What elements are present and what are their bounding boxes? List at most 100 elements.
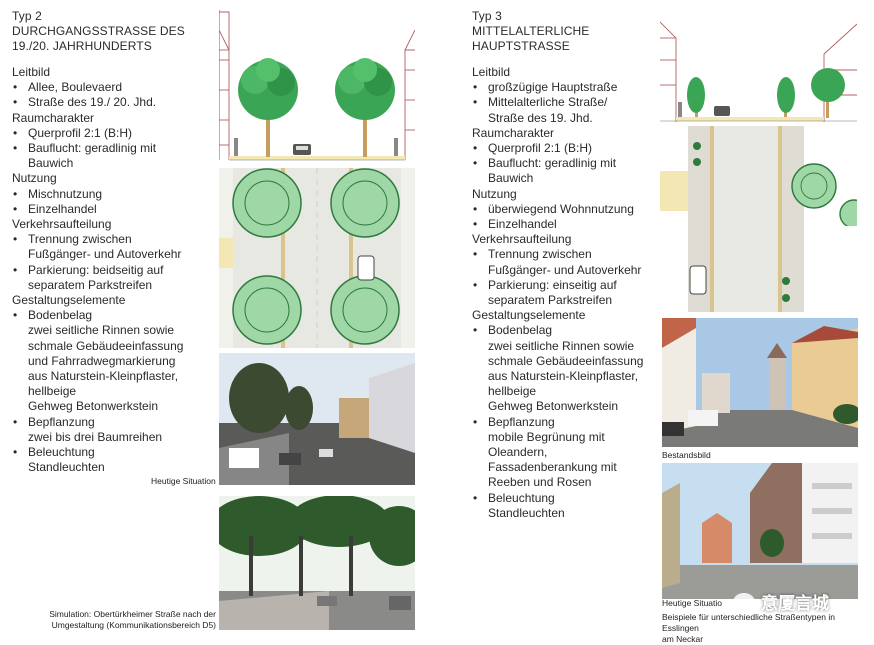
section-heading: Leitbild xyxy=(12,65,51,79)
item-label: Bauflucht: geradlinig mit xyxy=(488,156,617,171)
item-detail: aus Naturstein-Kleinpflaster, xyxy=(28,369,179,384)
section-heading: Nutzung xyxy=(12,171,57,186)
item-detail: schmale Gebäudeeinfassung xyxy=(28,338,184,353)
type3-current-photo xyxy=(662,463,858,599)
item-label: Bodenbelag xyxy=(488,323,553,338)
caption-line: Beispiele für unterschiedliche Straßenty… xyxy=(662,612,835,633)
item-detail: Standleuchten xyxy=(488,505,565,520)
section-heading: Raumcharakter xyxy=(12,110,95,125)
item-detail: mobile Begrünung mit xyxy=(488,429,605,444)
list-item: Einzelhandel xyxy=(12,202,212,217)
type3-cross-section xyxy=(660,10,857,122)
type3-examples-caption: Beispiele für unterschiedliche Straßenty… xyxy=(662,612,874,645)
list-item: Mittelalterliche Straße/Straße des 19. J… xyxy=(472,95,657,125)
item-detail: separatem Parkstreifen xyxy=(488,293,613,308)
item-label: Bodenbelag xyxy=(28,308,93,323)
title-line: 19./20. JAHRHUNDERTS xyxy=(12,39,152,53)
item-label: Querprofil 2:1 (B:H) xyxy=(488,141,593,156)
item-detail: Reeben und Rosen xyxy=(488,475,592,490)
item-label: Straße des 19./ 20. Jhd. xyxy=(28,95,157,110)
type2-spec-list: LeitbildAllee, BoulevaerdStraße des 19./… xyxy=(12,65,212,475)
type2-current-photo xyxy=(219,353,415,485)
type2-current-caption: Heutige Situation xyxy=(151,476,216,486)
item-detail: zwei seitliche Rinnen sowie xyxy=(28,323,175,338)
list-item: Allee, Boulevaerd xyxy=(12,80,212,95)
wechat-icon xyxy=(733,592,755,611)
section-heading: Gestaltungselemente xyxy=(12,293,126,308)
section-list: großzügige HauptstraßeMittelalterliche S… xyxy=(472,80,657,126)
watermark-text: 意厦言城 xyxy=(761,594,829,613)
section-list: Allee, BoulevaerdStraße des 19./ 20. Jhd… xyxy=(12,80,212,111)
item-detail: Straße des 19. Jhd. xyxy=(488,110,593,125)
item-label: Beleuchtung xyxy=(488,490,555,505)
type2-simulation-photo xyxy=(219,496,415,630)
section-heading: Gestaltungselemente xyxy=(472,308,586,323)
section-heading: Leitbild xyxy=(472,65,511,79)
watermark: 意厦言城 xyxy=(733,589,829,614)
item-detail: Oleandern, xyxy=(488,445,548,460)
item-detail: aus Naturstein-Kleinpflaster, xyxy=(488,369,639,384)
type3-existing-photo xyxy=(662,318,858,447)
section-list: überwiegend WohnnutzungEinzelhandel xyxy=(472,202,657,233)
item-label: Einzelhandel xyxy=(28,201,97,216)
list-item: überwiegend Wohnnutzung xyxy=(472,202,657,217)
item-label: Parkierung: einseitig auf xyxy=(488,277,617,292)
item-detail: Bauwich xyxy=(28,156,74,171)
caption-line: Simulation: Obertürkheimer Straße nach d… xyxy=(49,609,216,619)
type2-simulation-caption: Simulation: Obertürkheimer Straße nach d… xyxy=(20,609,216,631)
item-label: Mischnutzung xyxy=(28,186,103,201)
type2-plan-view xyxy=(219,168,415,348)
section-heading: Verkehrsaufteilung xyxy=(12,217,112,232)
item-detail: Gehweg Betonwerkstein xyxy=(488,399,619,414)
title-line: Typ 3 xyxy=(472,9,502,23)
tree-icon xyxy=(687,77,705,117)
item-detail: Standleuchten xyxy=(28,460,105,475)
section-list: Querprofil 2:1 (B:H)Bauflucht: geradlini… xyxy=(12,126,212,172)
item-label: großzügige Hauptstraße xyxy=(488,80,618,95)
item-label: Trennung zwischen xyxy=(488,247,592,262)
list-item: großzügige Hauptstraße xyxy=(472,80,657,95)
type3-current-caption: Heutige Situatio xyxy=(662,598,723,608)
title-line: HAUPTSTRASSE xyxy=(472,39,570,53)
item-label: Bauflucht: geradlinig mit xyxy=(28,141,157,156)
item-label: überwiegend Wohnnutzung xyxy=(488,201,634,216)
tree-icon xyxy=(238,58,298,157)
item-label: Trennung zwischen xyxy=(28,232,132,247)
item-detail: Fußgänger- und Autoverkehr xyxy=(488,262,642,277)
title-line: Typ 2 xyxy=(12,9,42,23)
item-detail: hellbeige xyxy=(28,384,77,399)
item-detail: separatem Parkstreifen xyxy=(28,277,153,292)
list-item: Querprofil 2:1 (B:H) xyxy=(472,141,657,156)
tree-icon xyxy=(335,58,395,157)
caption-line: am Neckar xyxy=(662,634,704,644)
item-label: Bepflanzung xyxy=(28,414,95,429)
item-detail: schmale Gebäudeeinfassung xyxy=(488,353,644,368)
item-detail: Bauwich xyxy=(488,171,534,186)
item-detail: hellbeige xyxy=(488,384,537,399)
title-line: DURCHGANGSSTRASSE DES xyxy=(12,24,185,38)
section-heading: Nutzung xyxy=(472,186,517,201)
type3-plan-view xyxy=(660,126,857,312)
item-label: Querprofil 2:1 (B:H) xyxy=(28,125,133,140)
section-heading: Raumcharakter xyxy=(472,125,555,140)
type3-existing-caption: Bestandsbild xyxy=(662,450,711,460)
item-detail: und Fahrradwegmarkierung xyxy=(28,353,176,368)
tree-icon xyxy=(777,77,795,117)
item-label: Einzelhandel xyxy=(488,217,557,232)
type3-spec-list: Leitbildgroßzügige HauptstraßeMittelalte… xyxy=(472,65,657,521)
